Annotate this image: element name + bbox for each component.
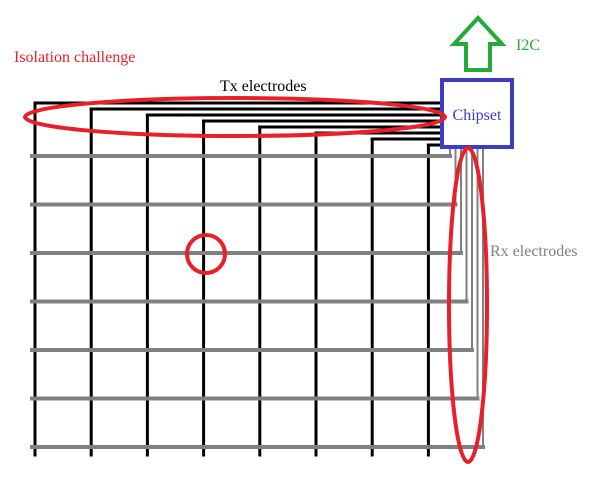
i2c-arrow-icon <box>449 15 507 72</box>
rx-electrodes-label: Rx electrodes <box>490 243 578 260</box>
tx-isolation-ellipse <box>23 96 447 138</box>
rx-electrodes-group <box>30 146 485 449</box>
chipset-label: Chipset <box>453 107 502 124</box>
isolation-challenge-label: Isolation challenge <box>14 49 135 66</box>
i2c-label: I2C <box>516 37 540 54</box>
crossing-isolation-circle <box>185 233 227 275</box>
rx-isolation-ellipse <box>447 146 489 464</box>
chipset-box <box>440 78 514 149</box>
tx-electrodes-label: Tx electrodes <box>220 78 307 95</box>
